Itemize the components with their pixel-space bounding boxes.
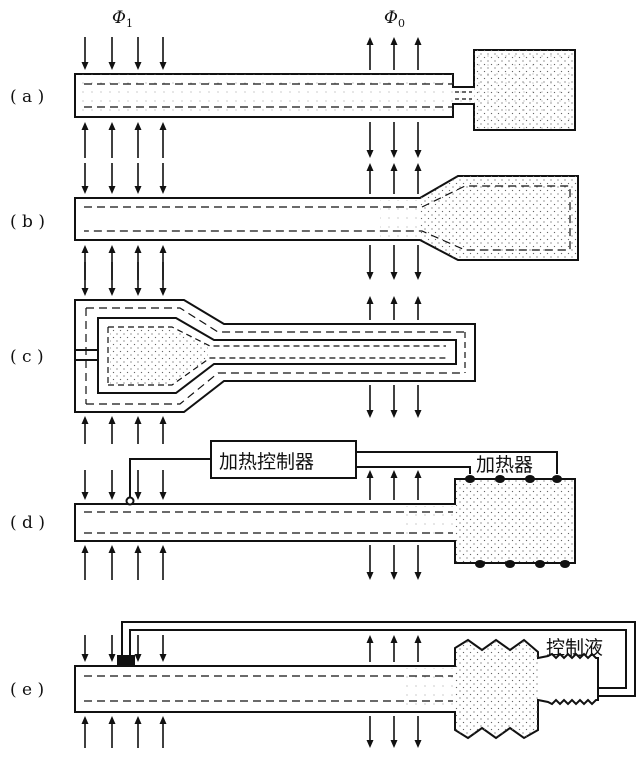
heat-in-arrow-head xyxy=(108,62,116,70)
row-label-a: ( a ) xyxy=(10,87,44,107)
heat-in-arrow-head xyxy=(81,492,89,500)
heat-in-arrow-head xyxy=(134,416,142,424)
phi0-label: Φ 0 xyxy=(384,8,405,30)
heat-in-arrow-head xyxy=(108,186,116,194)
heat-flow-arrows xyxy=(81,37,422,748)
heat-in-arrow-head xyxy=(134,654,142,662)
heat-out-arrow-head xyxy=(414,572,422,580)
heat-in-arrow-head xyxy=(81,716,89,724)
row-label-d: ( d ) xyxy=(10,513,45,533)
heat-in-arrow-head xyxy=(134,545,142,553)
pipe-c xyxy=(74,299,476,413)
heat-out-arrow-head xyxy=(390,740,398,748)
heat-in-arrow-head xyxy=(134,245,142,253)
heat-in-arrow-head xyxy=(159,716,167,724)
heat-out-arrow-head xyxy=(366,37,374,45)
heat-controller-wiring xyxy=(125,440,558,506)
heat-in-arrow-head xyxy=(134,288,142,296)
heat-in-arrow-head xyxy=(108,545,116,553)
pipe-d xyxy=(74,478,576,564)
heat-out-arrow-head xyxy=(366,740,374,748)
heat-in-arrow-head xyxy=(81,545,89,553)
heat-out-arrow-head xyxy=(390,37,398,45)
row-label-c: ( c ) xyxy=(10,347,44,367)
pipe-b xyxy=(74,175,579,261)
heat-controller-label: 加热控制器 xyxy=(219,451,314,473)
heat-out-arrow-head xyxy=(414,740,422,748)
heat-in-arrow-head xyxy=(134,62,142,70)
heater-label: 加热器 xyxy=(476,454,533,476)
heat-out-arrow-head xyxy=(390,635,398,643)
heat-out-arrow-head xyxy=(390,272,398,280)
heat-out-arrow-head xyxy=(390,150,398,158)
heat-out-arrow-head xyxy=(366,470,374,478)
heat-out-arrow-head xyxy=(414,163,422,171)
svg-text:Φ: Φ xyxy=(112,8,126,28)
heater-elements xyxy=(465,475,570,568)
heat-in-arrow-head xyxy=(159,122,167,130)
heat-in-arrow-head xyxy=(81,288,89,296)
heat-in-arrow-head xyxy=(81,416,89,424)
svg-text:1: 1 xyxy=(126,17,133,30)
pipe-a xyxy=(74,49,576,131)
heat-in-arrow-head xyxy=(159,545,167,553)
heat-out-arrow-head xyxy=(390,470,398,478)
heat-in-arrow-head xyxy=(159,288,167,296)
heat-out-arrow-head xyxy=(414,410,422,418)
heat-in-arrow-head xyxy=(81,122,89,130)
heat-in-arrow-head xyxy=(108,122,116,130)
heat-in-arrow-head xyxy=(108,288,116,296)
heat-in-arrow-head xyxy=(159,245,167,253)
heat-in-arrow-head xyxy=(159,186,167,194)
pipe-e xyxy=(74,621,636,740)
heat-out-arrow-head xyxy=(414,37,422,45)
heat-out-arrow-head xyxy=(366,410,374,418)
phi1-label: Φ 1 xyxy=(112,8,133,30)
heat-in-arrow-head xyxy=(134,716,142,724)
heat-out-arrow-head xyxy=(366,272,374,280)
svg-text:Φ: Φ xyxy=(384,8,398,28)
heat-in-arrow-head xyxy=(108,245,116,253)
heat-in-arrow-head xyxy=(134,186,142,194)
heat-in-arrow-head xyxy=(81,62,89,70)
heat-in-arrow-head xyxy=(159,416,167,424)
heat-out-arrow-head xyxy=(366,296,374,304)
heat-out-arrow-head xyxy=(366,635,374,643)
heat-out-arrow-head xyxy=(390,296,398,304)
heat-out-arrow-head xyxy=(414,296,422,304)
heat-out-arrow-head xyxy=(390,572,398,580)
heat-in-arrow-head xyxy=(81,186,89,194)
heat-in-arrow-head xyxy=(108,654,116,662)
heat-in-arrow-head xyxy=(81,245,89,253)
heat-out-arrow-head xyxy=(366,150,374,158)
heat-in-arrow-head xyxy=(108,416,116,424)
heat-out-arrow-head xyxy=(414,635,422,643)
row-label-b: ( b ) xyxy=(10,212,45,232)
heat-in-arrow-head xyxy=(159,654,167,662)
svg-text:0: 0 xyxy=(398,17,405,30)
heat-out-arrow-head xyxy=(414,150,422,158)
control-liquid-label: 控制液 xyxy=(546,637,603,659)
heat-in-arrow-head xyxy=(159,492,167,500)
heat-in-arrow-head xyxy=(134,122,142,130)
heat-out-arrow-head xyxy=(414,272,422,280)
heat-in-arrow-head xyxy=(134,492,142,500)
heat-in-arrow-head xyxy=(81,654,89,662)
heat-out-arrow-head xyxy=(390,410,398,418)
row-label-e: ( e ) xyxy=(10,680,44,700)
heat-out-arrow-head xyxy=(414,470,422,478)
heat-out-arrow-head xyxy=(366,572,374,580)
heat-in-arrow-head xyxy=(108,716,116,724)
heat-in-arrow-head xyxy=(108,492,116,500)
heat-out-arrow-head xyxy=(390,163,398,171)
heat-out-arrow-head xyxy=(366,163,374,171)
heat-in-arrow-head xyxy=(159,62,167,70)
